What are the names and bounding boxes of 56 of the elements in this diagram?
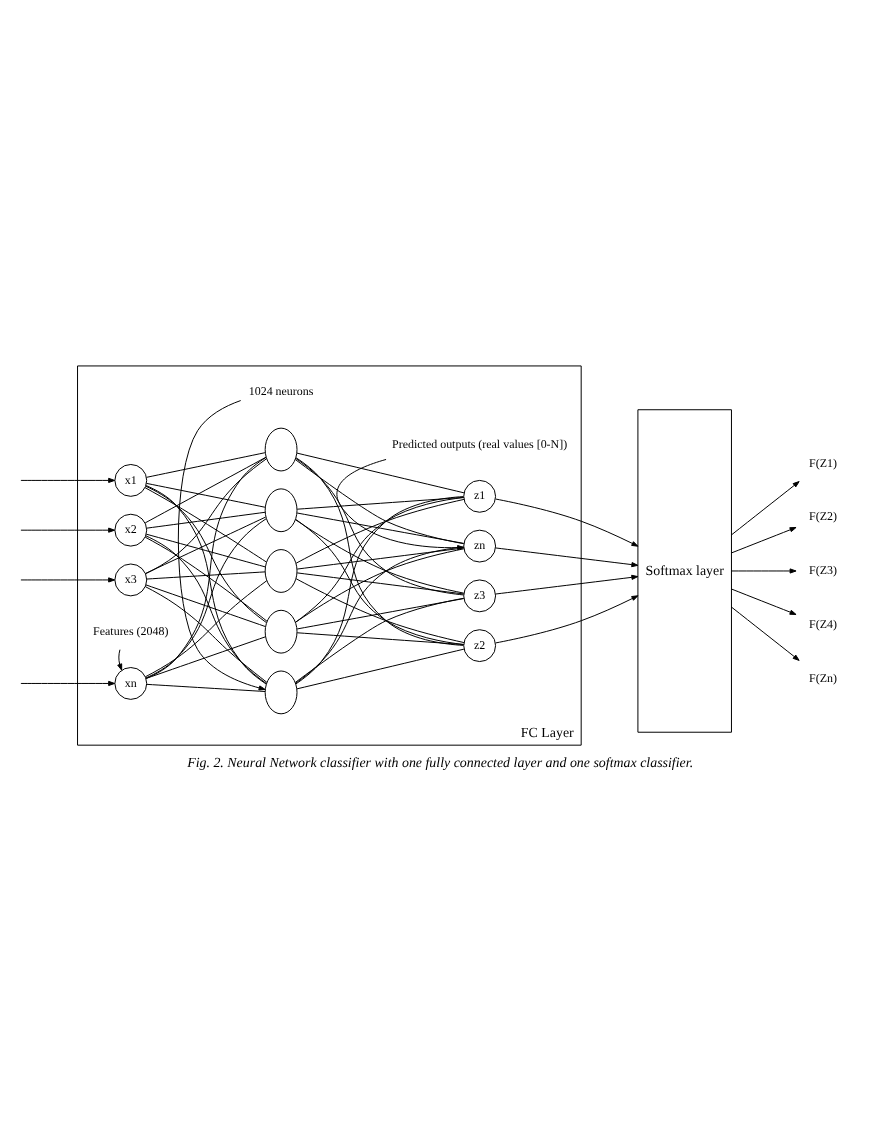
arrow: [177, 400, 266, 691]
connector: [294, 497, 465, 623]
connector: [144, 516, 267, 574]
connector: [145, 485, 267, 685]
arrow: [20, 680, 116, 687]
arrow: [20, 577, 116, 583]
arrow: [730, 606, 800, 661]
node-circle: [264, 549, 298, 593]
arrow: [336, 458, 465, 551]
arrow: [20, 477, 116, 483]
connector: [145, 533, 266, 568]
connector: [144, 487, 267, 563]
connector: [146, 482, 266, 508]
connector: [295, 457, 465, 596]
arrow: [117, 649, 123, 671]
connector: [296, 496, 464, 510]
arrow: [495, 547, 639, 568]
connector: [295, 519, 465, 594]
connector: [146, 511, 266, 529]
connector: [146, 452, 266, 478]
arrow: [495, 574, 639, 595]
node-circle: [264, 488, 298, 533]
connector: [144, 456, 267, 524]
connector: [295, 496, 464, 685]
connector: [295, 578, 465, 644]
arrow: [730, 568, 797, 574]
connector: [145, 456, 267, 679]
connector: [145, 584, 266, 627]
connector: [296, 572, 465, 595]
connector: [296, 547, 465, 570]
connector: [145, 636, 266, 679]
arrow: [730, 527, 797, 554]
node-circle: [264, 670, 298, 715]
connector: [295, 457, 464, 646]
node-circle: [264, 427, 298, 472]
connector: [295, 546, 465, 684]
arrow: [20, 527, 116, 533]
connector: [144, 536, 268, 622]
connector: [295, 597, 465, 683]
connector: [145, 458, 267, 575]
arrow: [495, 498, 639, 547]
connector: [146, 683, 266, 692]
connector: [296, 598, 465, 630]
node-circle: [264, 609, 298, 654]
connector: [296, 512, 465, 544]
connector: [295, 548, 465, 623]
arrow: [730, 588, 797, 615]
connector: [296, 648, 465, 690]
connector: [146, 571, 266, 580]
connector: [296, 452, 465, 494]
connector: [145, 485, 267, 624]
connector: [295, 498, 465, 564]
arrow: [730, 481, 800, 536]
arrow: [495, 595, 639, 644]
connector: [295, 518, 465, 645]
connector: [295, 459, 465, 545]
